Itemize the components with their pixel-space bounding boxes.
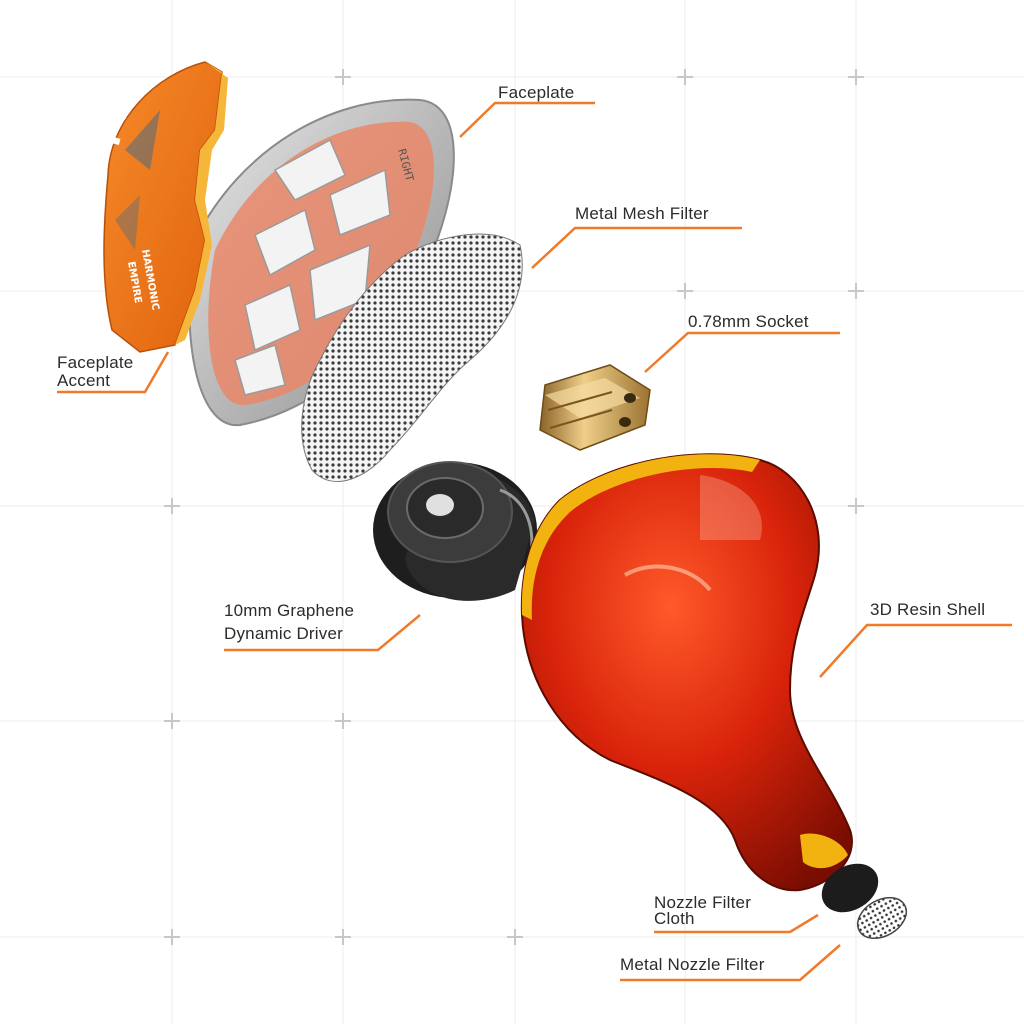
plus-icon — [848, 69, 864, 85]
label-metal-mesh-filter: Metal Mesh Filter — [575, 205, 709, 223]
plus-icon — [677, 69, 693, 85]
label-shell: 3D Resin Shell — [870, 601, 985, 619]
leader-shell — [820, 625, 1012, 677]
label-metal-nozzle-filter: Metal Nozzle Filter — [620, 956, 765, 974]
plus-icon — [164, 713, 180, 729]
plus-icon — [677, 283, 693, 299]
plus-icon — [164, 929, 180, 945]
driver-part — [373, 462, 537, 601]
leader-socket — [645, 333, 840, 372]
plus-icon — [335, 713, 351, 729]
leader-faceplate — [460, 103, 595, 137]
label-driver-line1: 10mm Graphene — [224, 602, 354, 620]
label-faceplate-accent-line2: Accent — [57, 372, 110, 390]
label-faceplate-accent-line1: Faceplate — [57, 354, 133, 372]
plus-icon — [335, 69, 351, 85]
socket-part — [540, 365, 650, 450]
plus-icon — [507, 929, 523, 945]
plus-icon — [164, 498, 180, 514]
label-driver-line2: Dynamic Driver — [224, 625, 343, 643]
plus-icon — [848, 498, 864, 514]
label-faceplate: Faceplate — [498, 84, 574, 102]
leader-metal-mesh — [532, 228, 742, 268]
plus-icon — [848, 283, 864, 299]
label-nozzle-cloth-line2: Cloth — [654, 910, 695, 928]
resin-shell-part — [522, 454, 852, 890]
label-socket: 0.78mm Socket — [688, 313, 809, 331]
plus-icon — [335, 929, 351, 945]
